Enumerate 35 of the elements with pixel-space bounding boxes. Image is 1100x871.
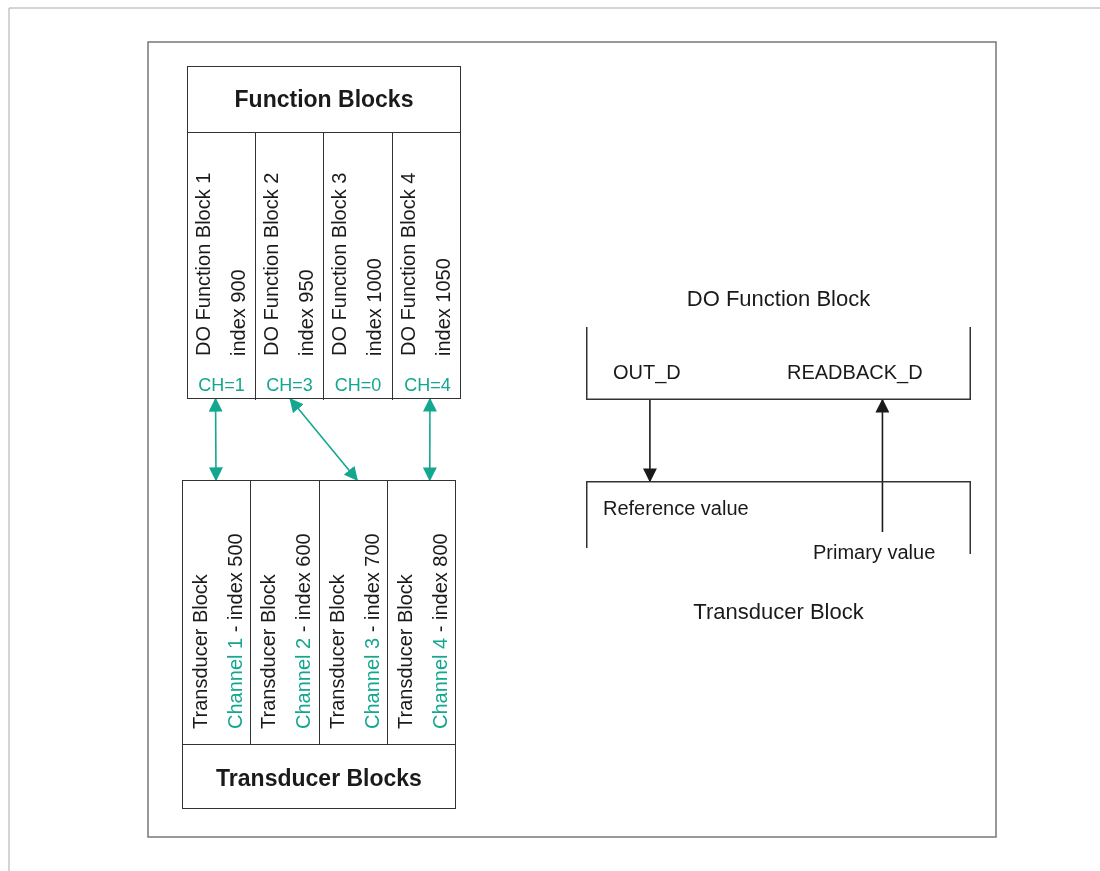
block-group bbox=[187, 66, 461, 399]
channel-name: Channel 4 bbox=[429, 637, 451, 729]
index-label: - index 800 bbox=[429, 533, 451, 633]
block-name: Transducer Block bbox=[189, 574, 211, 729]
block-name: DO Function Block 2 index 950 bbox=[259, 171, 318, 358]
channel-name: Channel 3 bbox=[361, 637, 383, 729]
group-title: Transducer Blocks bbox=[216, 765, 422, 791]
block-name: Transducer Block bbox=[394, 574, 416, 729]
value-label: Primary value bbox=[813, 541, 936, 564]
block-name: DO Function Block 3 index 1000 bbox=[327, 171, 386, 358]
block-group bbox=[182, 480, 456, 809]
channel-label: CH=4 bbox=[404, 375, 451, 395]
parameter-label: READBACK_D bbox=[787, 361, 923, 384]
arrow bbox=[289, 397, 358, 482]
arrow bbox=[875, 398, 890, 533]
arrow bbox=[208, 397, 223, 482]
group-title: Function Blocks bbox=[234, 86, 414, 112]
block-name: Transducer Block bbox=[326, 574, 348, 729]
arrow bbox=[642, 399, 657, 483]
block-name: Transducer Block bbox=[257, 574, 279, 729]
channel-name: Channel 1 bbox=[224, 637, 246, 729]
arrow bbox=[422, 397, 437, 482]
index-label: - index 500 bbox=[224, 533, 246, 633]
value-label: Reference value bbox=[603, 497, 749, 520]
parameter-label: OUT_D bbox=[613, 361, 681, 384]
channel-label: CH=3 bbox=[266, 375, 313, 395]
block-name: DO Function Block 4 index 1050 bbox=[396, 171, 455, 358]
index-label: - index 600 bbox=[292, 533, 314, 633]
channel-name: Channel 2 bbox=[292, 637, 314, 729]
channel-label: CH=1 bbox=[198, 375, 245, 395]
block-title: DO Function Block bbox=[686, 286, 871, 311]
block-title: Transducer Block bbox=[693, 599, 864, 624]
block-name: DO Function Block 1 index 900 bbox=[191, 171, 250, 358]
index-label: - index 700 bbox=[361, 533, 383, 633]
channel-label: CH=0 bbox=[334, 375, 382, 395]
